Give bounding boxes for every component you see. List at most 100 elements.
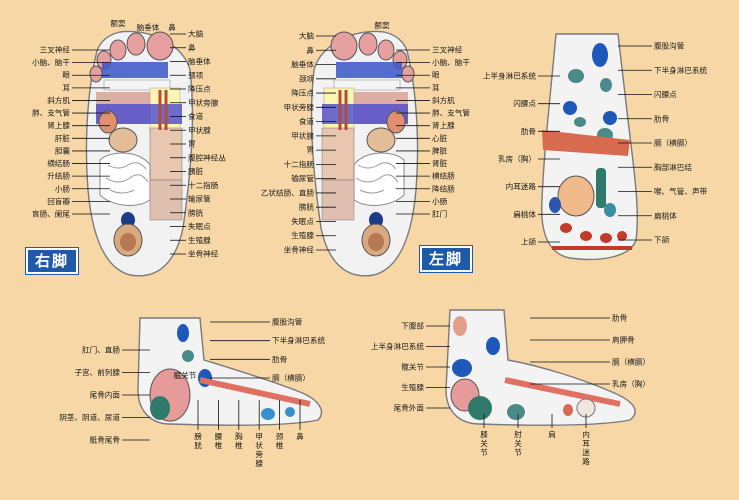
lateral-bottom-label: 肩 [548,429,556,439]
dorsum-label: 肋骨 [521,126,536,136]
right-sole-label: 斜方肌 [47,95,70,105]
lateral-label: 肋骨 [612,313,627,323]
right-sole-label: 甲状腺 [188,125,211,135]
right-sole-label: 小脑、脑干 [32,57,70,67]
left-sole-label: 小脑、脑干 [432,57,470,67]
lateral-label: 乳房（胸） [612,379,650,389]
medial-label: 尾骨内面 [90,390,121,400]
right-sole-label: 颈项 [188,71,204,80]
medial-label: 肛门、直肠 [82,345,120,355]
left-sole-label: 肾上腺 [432,120,455,130]
dorsum-label: 上半身淋巴系统 [483,71,537,81]
lateral-label: 尾骨外面 [394,403,425,413]
left-sole-label: 食道 [299,116,315,126]
left-sole-label: 脑垂体 [291,59,314,69]
medial-bottom-label: 膀胱 [194,431,202,450]
medial-bottom-label: 胸椎 [235,431,243,450]
right-sole-label: 降压点 [188,84,211,94]
left-sole-top-label: 额窦 [374,20,390,30]
dorsum-label: 扁桃体 [654,210,677,220]
right-sole-top-label: 额窦 [110,18,126,28]
right-sole-label: 耳 [62,83,70,92]
right-sole-top-label: 鼻 [168,22,176,32]
left-sole-label: 甲状旁腺 [284,102,315,112]
medial-bottom-label: 甲状旁腺 [255,432,263,468]
lateral-label: 膈（横膈） [612,357,650,367]
right-sole-label: 回盲瓣 [47,196,70,206]
right-sole-label: 甲状旁腺 [188,97,219,107]
lateral-label: 生殖腺 [401,382,424,392]
right-sole-label: 肝脏 [55,133,71,143]
left-sole-label: 肛门 [432,209,447,219]
dorsum-label: 肋骨 [654,113,669,123]
dorsum-label: 下颌 [654,235,670,245]
lateral-label: 上半身淋巴系统 [371,341,425,351]
right-sole-label: 腹腔神经丛 [188,152,226,162]
left-sole-label: 失眠点 [291,216,314,226]
left-sole-label: 耳 [432,83,440,92]
dorsum-label: 内耳迷路 [506,181,537,191]
left-sole-label: 乙状结肠、直肠 [261,187,315,197]
medial-bottom-label: 腰椎 [215,432,223,450]
foot-medial-side [137,317,323,426]
right-sole-label: 三叉神经 [40,45,71,55]
left-sole-label: 颈项 [299,74,315,83]
left-sole-label: 降结肠 [432,183,455,193]
lateral-bottom-label: 肘关节 [514,430,522,457]
right-sole-label: 脑垂体 [188,56,211,66]
right-sole-label: 肺、支气管 [32,108,70,118]
left-foot-sole [310,30,419,277]
right-foot-sole [85,30,194,277]
left-sole-label: 横结肠 [432,171,455,181]
dorsum-label: 闪腰点 [513,99,536,108]
medial-bottom-label: 颈椎 [276,432,284,450]
medial-label: 下半身淋巴系统 [272,335,326,345]
medial-label: 腹股沟管 [272,317,303,327]
right-sole-label: 鼻 [188,42,196,52]
left-sole-label: 斜方肌 [432,95,455,105]
right-sole-label: 胃 [188,140,196,149]
dorsum-label: 扁桃体 [513,209,536,219]
right-sole-label: 胰脏 [188,166,204,176]
right-sole-label: 肾上腺 [47,120,70,130]
left-sole-label: 眼 [432,71,440,80]
left-sole-label: 肺、支气管 [432,108,470,118]
left-sole-label: 大脑 [299,31,315,41]
lateral-label: 下腹部 [401,321,424,331]
left-sole-label: 坐骨神经 [284,245,315,255]
left-sole-label: 十二指肠 [284,159,315,169]
dorsum-label: 胸部淋巴结 [654,162,692,172]
dorsum-label: 乳房（胸） [498,154,536,164]
right-sole-label: 输尿管 [188,194,211,204]
lateral-bottom-label: 内耳迷路 [582,429,590,466]
right-sole-label: 失眠点 [188,221,211,231]
right-sole-label: 生殖腺 [188,235,211,245]
medial-label: 骶骨尾骨 [90,435,120,445]
badge-right-foot: 右脚 [26,248,79,274]
dorsum-label: 喉、气管、声带 [654,186,708,196]
medial-label: 肋骨 [272,354,287,364]
foot-dorsum [541,33,638,261]
left-sole-label: 心脏 [432,133,448,143]
dorsum-label: 上颌 [521,237,537,247]
left-sole-label: 脾脏 [432,145,448,155]
right-sole-label: 大脑 [188,29,204,39]
left-sole-label: 肾脏 [432,158,448,168]
label-layer: 三叉神经小脑、脑干眼耳斜方肌肺、支气管肾上腺肝脏胆囊横结肠升结肠小肠回盲瓣盲肠、… [32,18,708,468]
right-sole-label: 坐骨神经 [188,249,219,259]
right-sole-top-label: 脑垂体 [137,22,160,32]
right-sole-label: 食道 [188,111,204,121]
right-sole-label: 小肠 [55,183,71,193]
dorsum-label: 腹股沟管 [654,41,685,51]
lateral-label: 髋关节 [401,362,424,372]
medial-bottom-label: 鼻 [296,431,304,441]
left-sole-label: 膀胱 [299,202,315,212]
right-sole-label: 膀胱 [188,207,204,217]
left-sole-label: 胃 [306,146,314,155]
dorsum-label: 膈（横膈） [654,138,692,148]
right-sole-label: 十二指肠 [188,180,219,190]
dorsum-label: 闪腰点 [654,90,677,99]
left-sole-label: 三叉神经 [432,45,463,55]
right-sole-label: 胆囊 [55,145,71,155]
